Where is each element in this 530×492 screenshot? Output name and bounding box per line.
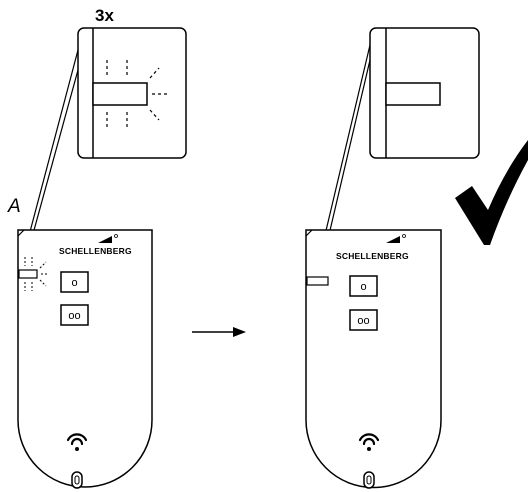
left-zoom-box bbox=[77, 27, 187, 159]
callout-label: A bbox=[7, 196, 21, 217]
led-zoomed bbox=[92, 82, 148, 106]
brand-logo-roof-icon bbox=[98, 236, 112, 243]
button-single bbox=[349, 275, 378, 297]
left-remote: SCHELLENBERG o oo bbox=[17, 229, 153, 489]
right-zoom-box bbox=[369, 27, 480, 159]
led-blink-rays bbox=[24, 257, 49, 291]
blink-count-label: 3x bbox=[95, 6, 114, 25]
led-indicator-off bbox=[306, 276, 329, 286]
button-double-label: oo bbox=[68, 310, 80, 322]
button-single-label: o bbox=[360, 281, 366, 293]
arrow-right-icon bbox=[192, 327, 246, 337]
wifi-icon bbox=[66, 433, 88, 446]
button-double bbox=[349, 309, 378, 331]
brand-logo-roof-icon bbox=[386, 236, 400, 243]
button-double-label: oo bbox=[357, 315, 369, 327]
wifi-icon bbox=[358, 433, 380, 446]
checkmark-icon bbox=[455, 140, 528, 245]
led-indicator bbox=[18, 269, 38, 279]
button-single-label: o bbox=[71, 277, 77, 289]
button-double bbox=[60, 304, 89, 326]
right-callout-lines bbox=[319, 44, 371, 257]
right-panel: SCHELLENBERG o oo bbox=[305, 27, 480, 489]
left-panel: 3x A bbox=[7, 6, 187, 489]
button-single bbox=[60, 271, 89, 293]
left-brand-label: SCHELLENBERG bbox=[59, 246, 132, 256]
right-brand-label: SCHELLENBERG bbox=[336, 251, 409, 261]
led-blink-rays-zoomed bbox=[106, 60, 168, 128]
right-remote: SCHELLENBERG o oo bbox=[305, 229, 442, 489]
led-zoomed-off bbox=[385, 82, 441, 106]
